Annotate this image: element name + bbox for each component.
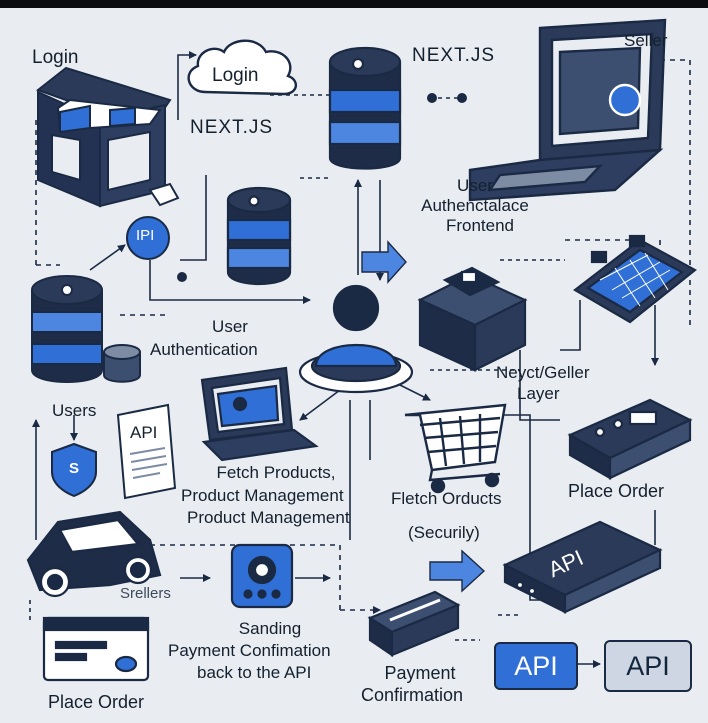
label-user-authentication-2: Authentication bbox=[150, 340, 258, 359]
connector-users-api bbox=[89, 244, 126, 271]
storefront-icon bbox=[35, 66, 180, 208]
dots-top bbox=[427, 93, 467, 103]
label-shield: S bbox=[69, 460, 80, 477]
database-top-icon bbox=[328, 46, 402, 170]
label-sanding-3: back to the API bbox=[197, 663, 312, 682]
api-badge-icon bbox=[126, 216, 170, 260]
label-nextjs-mid: NEXT.JS bbox=[190, 117, 274, 138]
api-box-left: API bbox=[494, 642, 578, 690]
label-user-authentication-1: User bbox=[212, 317, 248, 336]
label-api-badge: IPI bbox=[136, 227, 155, 244]
connector-user-fetch bbox=[299, 389, 341, 421]
label-nextjs-top: NEXT.JS bbox=[412, 45, 496, 66]
database-mid-icon bbox=[226, 186, 292, 286]
label-api-doc: API bbox=[130, 423, 158, 442]
connectors bbox=[29, 51, 691, 668]
label-fetch-3: Product Management bbox=[187, 508, 350, 527]
label-seller: Seller bbox=[624, 31, 668, 50]
credit-card-icon bbox=[42, 616, 150, 682]
label-sanding-1: Sanding bbox=[238, 619, 302, 638]
shield-icon bbox=[51, 442, 97, 498]
label-neyct-1: Neyct/Geller bbox=[496, 363, 590, 382]
block-arrow-bottom bbox=[429, 549, 486, 593]
laptop-small-icon bbox=[200, 366, 319, 462]
label-place-order-right: Place Order bbox=[568, 481, 665, 501]
api-document-icon bbox=[116, 403, 177, 500]
label-login-left: Login bbox=[32, 47, 79, 68]
server-stack-icon bbox=[31, 275, 141, 383]
device-controller-icon bbox=[230, 543, 294, 609]
connector-auth-user bbox=[149, 260, 311, 304]
server-box-icon bbox=[417, 266, 528, 372]
label-payment-2: Confirmation bbox=[361, 685, 464, 705]
top-bar bbox=[0, 0, 708, 8]
label-fetch-1: Fetch Products, bbox=[216, 463, 336, 482]
label-user-frontend-3: Frontend bbox=[445, 216, 515, 235]
api-chip-icon bbox=[502, 520, 663, 614]
car-icon bbox=[26, 510, 162, 598]
calendar-grid-icon bbox=[573, 234, 697, 324]
laptop-seller-icon bbox=[468, 18, 667, 202]
label-user-frontend-1: User bbox=[457, 176, 493, 195]
label-user-frontend-2: Authenctalace bbox=[421, 196, 529, 215]
label-neyct-2: Layer bbox=[517, 384, 560, 403]
label-securily: (Securily) bbox=[408, 523, 480, 542]
payment-box-icon bbox=[367, 590, 461, 658]
label-login-cloud: Login bbox=[212, 65, 259, 86]
user-avatar-icon bbox=[298, 284, 414, 394]
label-place-order-left: Place Order bbox=[48, 692, 145, 712]
label-fletch-orducts: Fletch Orducts bbox=[391, 489, 502, 508]
shopping-cart-icon bbox=[404, 403, 507, 494]
block-arrows bbox=[361, 240, 486, 593]
block-arrow-mid bbox=[361, 240, 407, 284]
label-payment-1: Payment bbox=[384, 663, 456, 683]
cloud-icon bbox=[187, 39, 297, 96]
connector-user-cart bbox=[399, 384, 431, 401]
dot-mid bbox=[177, 272, 187, 282]
label-fetch-2: Product Management bbox=[181, 486, 344, 505]
label-srellers: Srellers bbox=[120, 585, 171, 602]
router-icon bbox=[567, 398, 693, 480]
api-box-right: API bbox=[604, 640, 692, 692]
label-users: Users bbox=[52, 401, 97, 420]
connector-store-cloud bbox=[177, 51, 197, 120]
label-sanding-2: Payment Confimation bbox=[168, 641, 331, 660]
